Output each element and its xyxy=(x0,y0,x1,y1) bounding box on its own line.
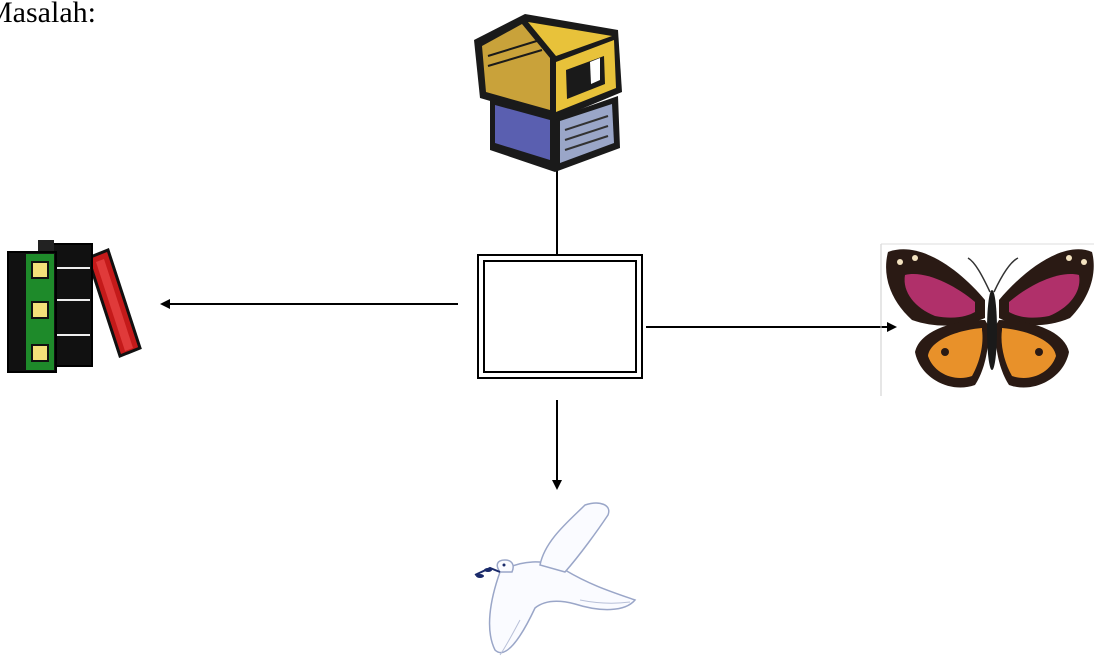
diagram-heading: Masalah: xyxy=(0,0,96,29)
computer-server-icon xyxy=(474,14,622,172)
center-box xyxy=(477,254,643,379)
butterfly-icon xyxy=(880,243,1094,396)
dove-icon xyxy=(474,502,637,656)
books-icon xyxy=(7,240,142,373)
